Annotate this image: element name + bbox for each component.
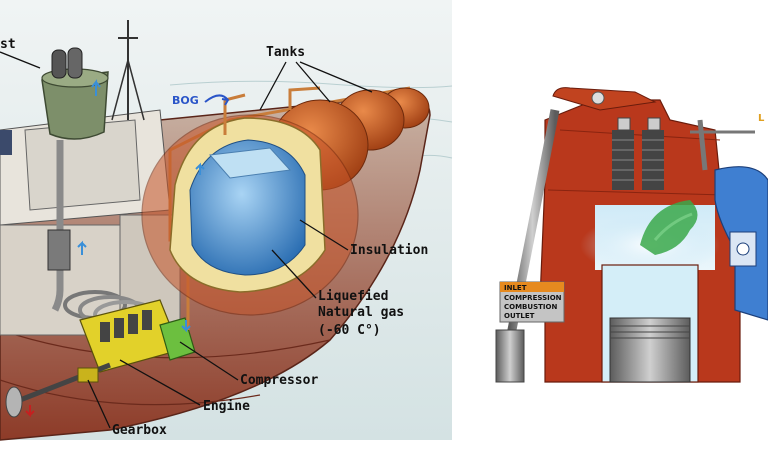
lng-label-line2: Natural gas: [318, 305, 404, 320]
cycle-stage-compression: COMPRESSION: [504, 294, 562, 302]
cycle-stage-inlet: INLET: [504, 284, 527, 292]
lng-tanks: [141, 87, 430, 316]
engine-label: Engine: [203, 399, 250, 414]
gearbox-label: Gearbox: [112, 423, 167, 438]
piston: [609, 317, 691, 383]
insulation-label: Insulation: [350, 243, 428, 258]
tank-cutaway: [141, 114, 359, 316]
gearbox-unit: [77, 367, 99, 383]
cycle-stage-outlet: OUTLET: [504, 312, 535, 320]
tanks-label: Tanks: [266, 45, 305, 60]
bog-label: BOG: [172, 94, 199, 107]
engine-edge-label: L: [758, 113, 765, 124]
engine-block: [19, 299, 181, 403]
bog-arrow-icon: [204, 94, 230, 106]
compressor-label: Compressor: [240, 373, 318, 388]
cycle-stage-sign: INLET COMPRESSION COMBUSTION OUTLET: [499, 281, 565, 323]
funnel-label: st: [0, 37, 16, 52]
valve-springs: [612, 117, 664, 190]
engine-cutaway-illustration: L INLET COMPRESSION COMBUSTION OUTLET: [495, 87, 768, 383]
funnel: [41, 47, 109, 140]
lng-label-line1: Liquefied: [318, 289, 388, 304]
lng-liquid: [189, 139, 306, 276]
sea-waves: [169, 80, 453, 89]
lng-label-line3: (-60 C°): [318, 323, 381, 338]
crew-figure: [0, 130, 12, 155]
propeller: [5, 386, 35, 418]
exhaust-pipe: [51, 140, 64, 312]
cycle-stage-combustion: COMBUSTION: [504, 303, 557, 311]
lng-ship-illustration: st Tanks BOG Insulation Liquefied Natura…: [0, 0, 453, 441]
